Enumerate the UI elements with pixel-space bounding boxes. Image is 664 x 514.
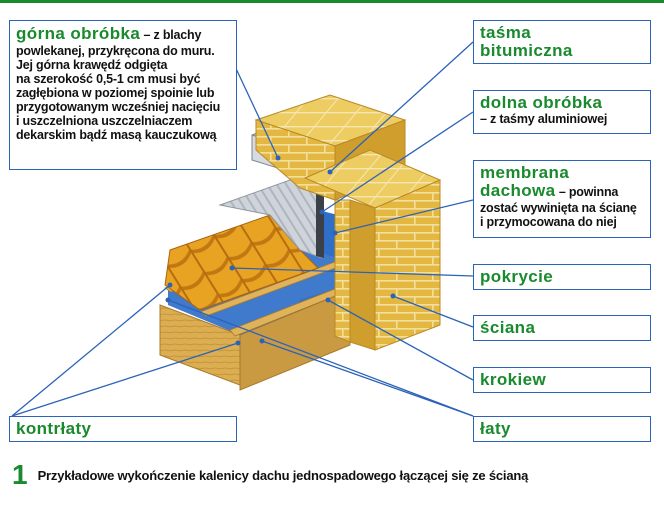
term-membrana-line: membrana: [480, 163, 570, 182]
figure-number: 1: [12, 459, 28, 490]
leader-dot: [275, 155, 281, 161]
desc-gorna-line: dekarskim bądź masą kauczukową: [16, 127, 217, 142]
term-tasma-line: taśma: [480, 23, 532, 42]
leader-dot: [327, 169, 333, 175]
term-membrana-line: dachowa: [480, 181, 556, 200]
desc-dolna: – z taśmy aluminiowej: [480, 112, 608, 126]
label-membrana-dachowa: membrana dachowa – powinna zostać wywini…: [473, 160, 651, 238]
leader-krokiew: [327, 299, 474, 381]
leader-dot: [332, 230, 338, 236]
leader-dot: [235, 340, 241, 346]
desc-gorna-line: na szerokość 0,5-1 cm musi być: [16, 71, 201, 86]
label-tasma-bitumiczna: taśma bitumiczna: [473, 20, 651, 64]
leader-dot: [319, 209, 325, 215]
term-krokiew: krokiew: [480, 370, 547, 389]
leader-membrana: [334, 199, 474, 234]
term-dolna-obrobka: dolna obróbka: [480, 93, 603, 112]
leader-dolna: [321, 111, 474, 213]
leader-dot: [165, 297, 171, 303]
leader-dot: [167, 282, 173, 288]
wall-side: [374, 179, 441, 351]
leader-kontrlaty-2: [11, 342, 239, 417]
leader-tasma: [329, 41, 474, 173]
label-sciana: ściana: [473, 315, 651, 341]
desc-gorna-line: i uszczelniona uszczelniaczem: [16, 113, 193, 128]
term-gorna-obrobka: górna obróbka: [16, 24, 141, 43]
term-pokrycie: pokrycie: [480, 267, 554, 286]
wall-front: [349, 199, 376, 351]
leader-kontrlaty-1: [11, 284, 171, 417]
label-pokrycie: pokrycie: [473, 264, 651, 290]
term-kontrlaty: kontrłaty: [16, 419, 92, 438]
leader-dot: [390, 293, 396, 299]
desc-membrana-first: – powinna: [555, 185, 619, 199]
label-kontrlaty: kontrłaty: [9, 416, 237, 442]
leader-pokrycie: [231, 267, 474, 277]
caption-text: Przykładowe wykończenie kalenicy dachu j…: [37, 467, 529, 483]
leader-dot: [325, 297, 331, 303]
term-tasma-line: bitumiczna: [480, 41, 573, 60]
desc-membrana-line: i przymocowana do niej: [480, 214, 617, 229]
leader-gorna: [231, 59, 279, 159]
desc-membrana-line: zostać wywinięta na ścianę: [480, 200, 637, 215]
leader-laty-2: [167, 299, 474, 417]
leader-dot: [259, 338, 265, 344]
label-krokiew: krokiew: [473, 367, 651, 393]
leader-laty-1: [261, 340, 474, 417]
figure-caption: 1 Przykładowe wykończenie kalenicy dachu…: [12, 460, 652, 490]
top-accent-line: [0, 0, 664, 3]
desc-gorna-line: Jej górna krawędź odgięta: [16, 57, 168, 72]
label-gorna-obrobka: górna obróbka – z blachy powlekanej, prz…: [9, 20, 237, 170]
desc-gorna-first: – z blachy: [140, 28, 202, 42]
label-laty: łaty: [473, 416, 651, 442]
leader-sciana: [392, 295, 474, 328]
label-dolna-obrobka: dolna obróbka – z taśmy aluminiowej: [473, 90, 651, 134]
roof-ridge-illustration: [11, 41, 474, 417]
desc-gorna-line: zagłębiona w poziomej spoinie lub: [16, 85, 215, 100]
desc-gorna-line: przygotowanym wcześniej nacięciu: [16, 99, 221, 114]
desc-gorna-line: powlekanej, przykręcona do muru.: [16, 43, 215, 58]
leader-dot: [229, 265, 235, 271]
term-laty: łaty: [480, 419, 511, 438]
term-sciana: ściana: [480, 318, 536, 337]
